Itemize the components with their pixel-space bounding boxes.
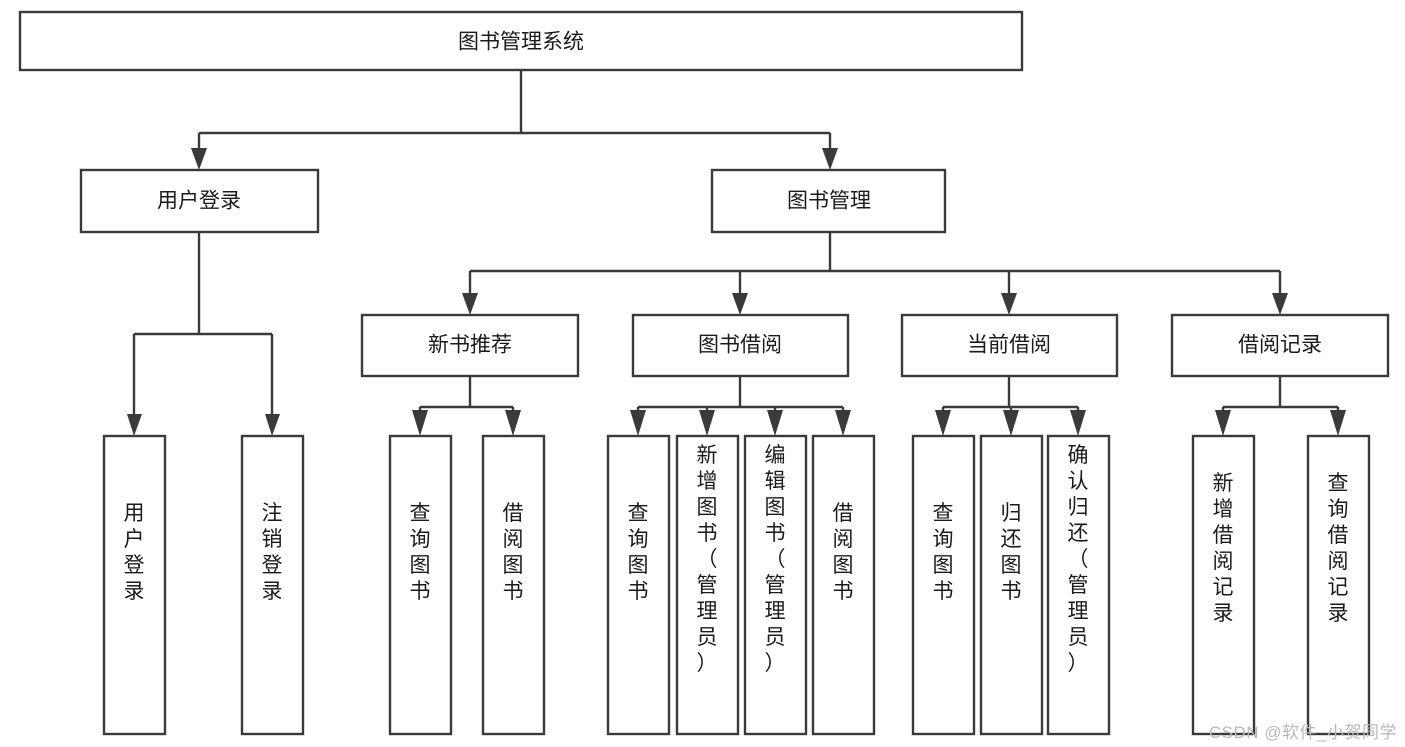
arrow-head-user-login — [191, 148, 207, 170]
node-leaf-edit-book-label: 编辑图书（管理员） — [765, 444, 786, 675]
node-book-management-label: 图书管理 — [787, 190, 871, 213]
node-book-borrow-label: 图书借阅 — [698, 334, 782, 357]
node-leaf-borrow-book-1[interactable]: 借阅图书 — [481, 434, 546, 736]
node-leaf-return-book-box[interactable] — [979, 434, 1044, 736]
node-current-borrow-label: 当前借阅 — [967, 334, 1051, 357]
node-leaf-borrow-book-2-label: 借阅图书 — [833, 502, 854, 603]
connector-group-new-book-recommend-children — [412, 376, 521, 436]
arrow-head-leaf-return-book — [1003, 410, 1019, 436]
arrow-head-book-borrow — [732, 293, 748, 315]
arrow-head-leaf-confirm-return — [1070, 410, 1086, 436]
arrow-head-leaf-add-record — [1215, 410, 1231, 436]
node-root-box[interactable] — [18, 10, 1024, 72]
node-user-login-label: 用户登录 — [157, 190, 241, 213]
node-leaf-logout-login-box[interactable] — [240, 434, 305, 736]
node-leaf-user-login-box[interactable] — [102, 434, 167, 736]
arrow-head-leaf-borrow-book-1 — [505, 410, 521, 436]
node-leaf-query-record-box[interactable] — [1306, 434, 1371, 736]
node-leaf-add-book-box[interactable] — [675, 434, 740, 736]
node-leaf-borrow-book-2-box[interactable] — [811, 434, 876, 736]
arrow-head-current-borrow — [1001, 293, 1017, 315]
node-leaf-query-book-3-box[interactable] — [911, 434, 976, 736]
connector-group-book-management-children — [462, 232, 1288, 315]
arrow-head-leaf-borrow-book-2 — [835, 410, 851, 436]
node-leaf-add-record[interactable]: 新增借阅记录 — [1191, 434, 1256, 736]
node-leaf-return-book-label: 归还图书 — [1001, 502, 1022, 603]
node-leaf-edit-book-box[interactable] — [743, 434, 808, 736]
arrow-head-leaf-logout-login — [265, 414, 280, 436]
node-leaf-query-record-label: 查询借阅记录 — [1328, 472, 1349, 625]
node-leaf-query-book-1-box[interactable] — [388, 434, 453, 736]
arrow-head-leaf-query-record — [1330, 410, 1346, 436]
node-leaf-logout-login-label: 注销登录 — [262, 502, 283, 603]
arrow-head-leaf-query-book-2 — [630, 410, 646, 436]
node-leaf-add-record-box[interactable] — [1191, 434, 1256, 736]
node-leaf-borrow-book-1-label: 借阅图书 — [503, 502, 524, 603]
node-leaf-return-book[interactable]: 归还图书 — [979, 434, 1044, 736]
node-leaf-logout-login[interactable]: 注销登录 — [240, 434, 305, 736]
node-leaf-query-book-1-label: 查询图书 — [410, 502, 431, 603]
node-new-book-recommend[interactable]: 新书推荐 — [360, 313, 580, 378]
node-borrow-record[interactable]: 借阅记录 — [1170, 313, 1390, 378]
node-leaf-edit-book[interactable]: 编辑图书（管理员） — [743, 434, 808, 736]
node-leaf-query-book-1[interactable]: 查询图书 — [388, 434, 453, 736]
node-new-book-recommend-label: 新书推荐 — [428, 334, 512, 357]
connector-group-book-borrow-children — [630, 376, 851, 436]
node-leaf-add-record-label: 新增借阅记录 — [1213, 472, 1234, 625]
node-leaf-query-book-3[interactable]: 查询图书 — [911, 434, 976, 736]
connector-group-user-login-children — [127, 232, 280, 436]
node-book-borrow[interactable]: 图书借阅 — [631, 313, 850, 378]
arrow-head-borrow-record — [1272, 293, 1288, 315]
node-user-login-box[interactable] — [79, 168, 320, 234]
arrow-head-leaf-query-book-1 — [412, 410, 428, 436]
arrow-head-leaf-add-book — [699, 410, 715, 436]
node-current-borrow[interactable]: 当前借阅 — [900, 313, 1119, 378]
arrow-head-new-book-recommend — [462, 293, 478, 315]
node-book-borrow-box[interactable] — [631, 313, 850, 378]
connector-group-root-to-level1 — [191, 70, 838, 170]
connector-group-current-borrow-children — [935, 376, 1086, 436]
node-leaf-query-book-2-label: 查询图书 — [628, 502, 649, 603]
node-leaf-confirm-return[interactable]: 确认归还（管理员） — [1046, 434, 1111, 736]
node-leaf-add-book[interactable]: 新增图书（管理员） — [675, 434, 740, 736]
node-leaf-confirm-return-box[interactable] — [1046, 434, 1111, 736]
node-root-label: 图书管理系统 — [458, 31, 584, 54]
arrow-head-leaf-query-book-3 — [935, 410, 951, 436]
arrow-head-book-management — [822, 148, 838, 170]
arrow-head-leaf-edit-book — [767, 410, 783, 436]
node-leaf-query-record[interactable]: 查询借阅记录 — [1306, 434, 1371, 736]
node-leaf-query-book-2[interactable]: 查询图书 — [606, 434, 671, 736]
node-leaf-borrow-book-2[interactable]: 借阅图书 — [811, 434, 876, 736]
node-leaf-query-book-3-label: 查询图书 — [933, 502, 954, 603]
node-book-management[interactable]: 图书管理 — [710, 168, 947, 234]
connector-group-borrow-record-children — [1215, 376, 1346, 436]
node-leaf-user-login[interactable]: 用户登录 — [102, 434, 167, 736]
node-root[interactable]: 图书管理系统 — [18, 10, 1024, 72]
node-current-borrow-box[interactable] — [900, 313, 1119, 378]
node-leaf-confirm-return-label: 确认归还（管理员） — [1068, 444, 1089, 675]
node-book-management-box[interactable] — [710, 168, 947, 234]
csdn-watermark: CSDN @软件_小贺同学 — [1208, 723, 1397, 742]
node-leaf-add-book-label: 新增图书（管理员） — [697, 444, 718, 675]
node-borrow-record-label: 借阅记录 — [1238, 334, 1322, 357]
node-user-login[interactable]: 用户登录 — [79, 168, 320, 234]
node-leaf-user-login-label: 用户登录 — [124, 502, 145, 603]
node-leaf-query-book-2-box[interactable] — [606, 434, 671, 736]
node-leaf-borrow-book-1-box[interactable] — [481, 434, 546, 736]
arrow-head-leaf-user-login — [127, 414, 142, 436]
node-borrow-record-box[interactable] — [1170, 313, 1390, 378]
node-new-book-recommend-box[interactable] — [360, 313, 580, 378]
